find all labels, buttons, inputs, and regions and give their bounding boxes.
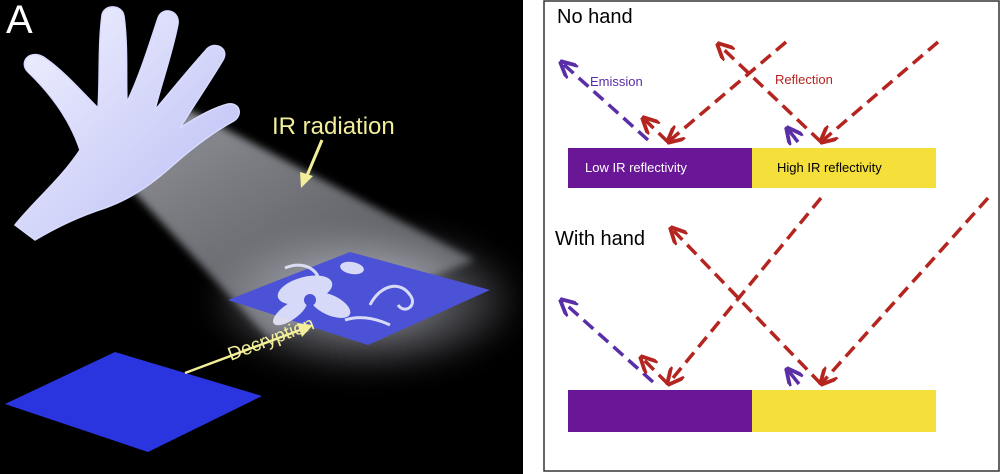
emission-ray-bottom bbox=[561, 300, 655, 384]
reflected-ray-bottom bbox=[671, 228, 823, 386]
rays-no-hand bbox=[561, 40, 940, 144]
reflected-ray-top bbox=[718, 44, 823, 144]
reflection-label: Reflection bbox=[775, 72, 833, 87]
ir-radiation-label: IR radiation bbox=[272, 113, 395, 140]
flower-pattern bbox=[272, 261, 364, 326]
with-hand-title: With hand bbox=[555, 228, 646, 250]
panel-a: A IR radiation Decryption bbox=[0, 0, 523, 474]
low-ir-bar-top bbox=[568, 148, 752, 188]
panel-b-frame bbox=[543, 0, 1000, 472]
weak-reflection-top bbox=[643, 118, 670, 144]
panel-a-illustration bbox=[5, 6, 515, 452]
high-ir-bar-top bbox=[752, 148, 936, 188]
hand-icon bbox=[13, 6, 240, 241]
vine-pattern bbox=[284, 263, 414, 327]
high-ir-bar-bottom bbox=[752, 390, 936, 432]
high-ir-label: High IR reflectivity bbox=[777, 160, 882, 175]
weak-emission-top bbox=[787, 128, 798, 142]
panel-a-letter: A bbox=[6, 0, 33, 42]
no-hand-title: No hand bbox=[557, 6, 633, 28]
weak-emission-bottom bbox=[787, 369, 799, 384]
patterned-plate bbox=[228, 252, 490, 345]
incident-ray-bottom-left bbox=[668, 196, 823, 384]
ir-arrow bbox=[300, 139, 324, 188]
incident-ray-bottom-right bbox=[821, 196, 990, 384]
panel-b: B No hand With hand Emission Reflection … bbox=[543, 0, 1000, 474]
incident-ray-top-left bbox=[668, 40, 788, 142]
incident-ray-top-right bbox=[821, 40, 940, 142]
weak-reflection-bottom bbox=[641, 357, 670, 386]
rays-with-hand bbox=[561, 196, 990, 386]
low-ir-label: Low IR reflectivity bbox=[585, 160, 687, 175]
emission-label: Emission bbox=[590, 74, 643, 89]
ray-diagram bbox=[543, 0, 1000, 472]
plain-plate bbox=[5, 352, 262, 452]
decryption-arrow bbox=[184, 323, 313, 375]
low-ir-bar-bottom bbox=[568, 390, 752, 432]
